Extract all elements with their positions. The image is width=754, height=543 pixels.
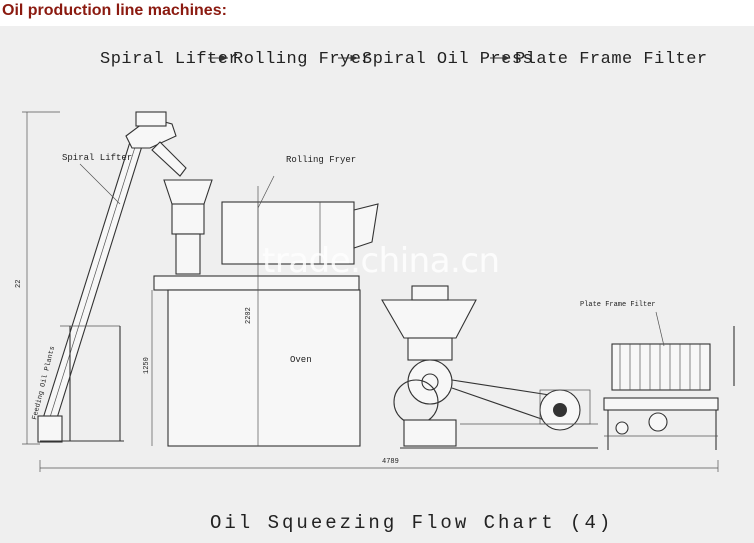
dimension-label-4789: 4789: [382, 458, 399, 466]
page-header: Oil production line machines:: [0, 0, 754, 26]
header-title: Oil production line machines:: [2, 2, 227, 19]
flow-diagram: Spiral Lifter Rolling Fryer Spiral Oil P…: [15, 50, 735, 534]
diagram-sheet: Spiral Lifter Rolling Fryer Spiral Oil P…: [0, 26, 754, 543]
heading-step-rolling-fryer: Rolling Fryer: [233, 50, 372, 69]
label-oven: Oven: [290, 355, 312, 365]
watermark-text: trade.china.cn: [262, 241, 500, 281]
dimension-height-total: 22: [15, 111, 60, 445]
label-spiral-lifter: Spiral Lifter: [62, 153, 132, 163]
heading-step-spiral-oil-press: Spiral Oil Press: [362, 50, 533, 69]
dimension-label-height-total: 22: [15, 280, 23, 288]
plate-frame-filter-machine: Plate Frame Filter: [580, 301, 735, 450]
dimension-label-2202: 2202: [245, 307, 253, 324]
label-rolling-fryer: Rolling Fryer: [286, 155, 356, 165]
spiral-oil-press-machine: [381, 285, 598, 449]
label-plate-frame-filter: Plate Frame Filter: [580, 301, 656, 309]
heading-step-plate-frame-filter: Plate Frame Filter: [515, 50, 708, 69]
heading-step-spiral-lifter: Spiral Lifter: [100, 50, 239, 69]
rolling-fryer-machine: Rolling Fryer: [153, 155, 379, 291]
flow-heading: Spiral Lifter Rolling Fryer Spiral Oil P…: [100, 50, 708, 69]
diagram-caption: Oil Squeezing Flow Chart (4): [210, 512, 613, 534]
dimension-label-1250: 1250: [143, 357, 151, 374]
oven-machine: Oven 2202 1250: [143, 186, 361, 447]
dimension-length-total: 4789: [39, 458, 719, 472]
